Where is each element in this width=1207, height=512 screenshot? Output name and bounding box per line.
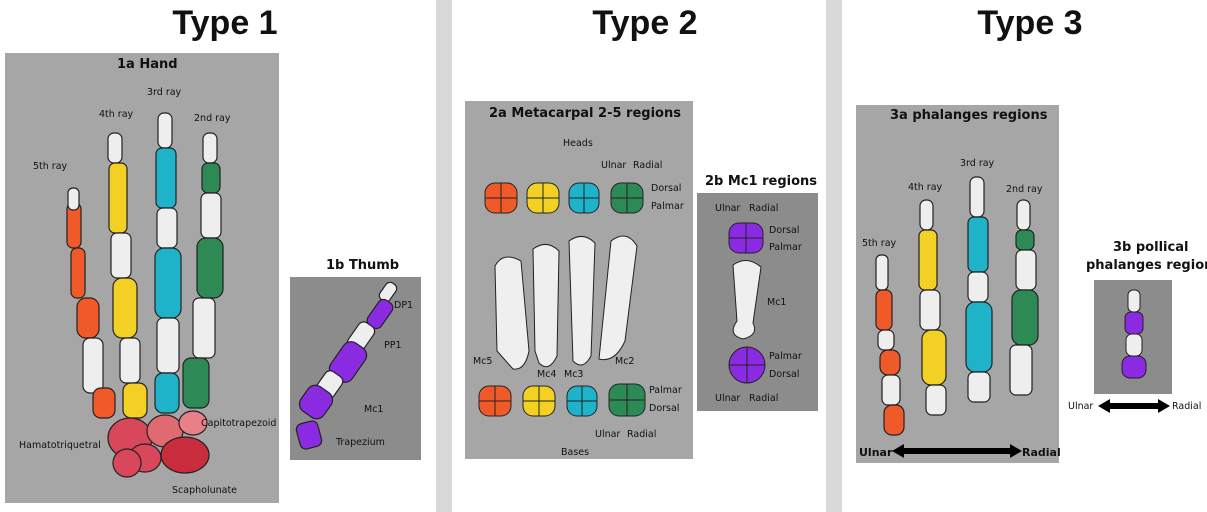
pollical-ulnar-label: Ulnar: [1068, 401, 1093, 412]
hand-ray-3-label: 3rd ray: [147, 87, 181, 98]
phalanges-ray-3-label: 3rd ray: [960, 158, 994, 169]
scapholunate-label: Scapholunate: [172, 485, 237, 496]
pollical-panel: [1094, 280, 1172, 394]
metacarpal-panel: 2a Metacarpal 2-5 regions Heads Ulnar Ra…: [465, 101, 693, 459]
heads-label: Heads: [563, 138, 593, 149]
mc2-head: [611, 183, 643, 213]
mc1-top-dorsal-label: Dorsal: [769, 225, 799, 236]
bases-dorsal-label: Dorsal: [649, 403, 679, 414]
phalanges-panel: 3a phalanges regions 5th ray 4th ray 3rd…: [856, 105, 1059, 463]
hamatotriquetral-label: Hamatotriquetral: [19, 440, 101, 451]
hand-panel: 1a Hand 5th ray 4th ray 3rd ray 2nd ray …: [5, 53, 279, 503]
heads-dorsal-label: Dorsal: [651, 183, 681, 194]
mc2-label: Mc2: [615, 356, 634, 367]
hand-illustration: [5, 53, 279, 503]
mc4-head: [527, 183, 559, 213]
mc5-label: Mc5: [473, 356, 492, 367]
mc1-top-ulnar-label: Ulnar: [715, 203, 740, 214]
divider-left: [436, 0, 452, 512]
pollical-panel-title-line2: phalanges regions: [1086, 258, 1207, 273]
mc5-base: [479, 386, 511, 416]
mc3-base: [567, 386, 597, 416]
mc1-panel: 2b Mc1 regions Ulnar Radial Dorsal Palma…: [697, 193, 818, 411]
capitotrapezoid-label: Capitotrapezoid: [201, 418, 276, 429]
bases-palmar-label: Palmar: [649, 385, 682, 396]
trapezium-label: Trapezium: [336, 437, 385, 448]
phalanges-ray-4-label: 4th ray: [908, 182, 942, 193]
thumb-panel: 1b Thumb DP1 PP1 Mc1 Trapezium: [290, 277, 421, 460]
phalanges-radial-label: Radial: [1022, 446, 1061, 459]
bases-radial-label: Radial: [627, 429, 656, 440]
heads-palmar-label: Palmar: [651, 201, 684, 212]
thumb-panel-title: 1b Thumb: [326, 258, 399, 273]
bases-ulnar-label: Ulnar: [595, 429, 620, 440]
heads-radial-label: Radial: [633, 160, 662, 171]
pollical-illustration: [1094, 280, 1172, 394]
mc1-bottom-dorsal-label: Dorsal: [769, 369, 799, 380]
mc3-label: Mc3: [564, 369, 583, 380]
mc4-label: Mc4: [537, 369, 556, 380]
hand-ray-5-label: 5th ray: [33, 161, 67, 172]
phalanges-ray-2-label: 2nd ray: [1006, 184, 1042, 195]
phalanges-illustration: [856, 105, 1059, 463]
mc1-bottom-radial-label: Radial: [749, 393, 778, 404]
mc5-head: [485, 183, 517, 213]
heads-ulnar-label: Ulnar: [601, 160, 626, 171]
mc1-illustration: [697, 193, 818, 411]
mc1-bottom-palmar-label: Palmar: [769, 351, 802, 362]
type1-title: Type 1: [155, 4, 295, 43]
hand-ray-2-label: 2nd ray: [194, 113, 230, 124]
phalanges-ulnar-label: Ulnar: [859, 446, 892, 459]
mc1-bone-label: Mc1: [767, 297, 786, 308]
pollical-radial-label: Radial: [1172, 401, 1201, 412]
metacarpal-panel-title: 2a Metacarpal 2-5 regions: [489, 106, 681, 121]
mc4-base: [523, 386, 555, 416]
bases-label: Bases: [561, 447, 589, 458]
phalanges-panel-title: 3a phalanges regions: [890, 108, 1047, 123]
mc1-top-palmar-label: Palmar: [769, 242, 802, 253]
mc1-label: Mc1: [364, 404, 383, 415]
divider-right: [826, 0, 842, 512]
ulnar-radial-arrow: [892, 443, 1022, 459]
type2-title: Type 2: [575, 4, 715, 43]
phalanges-ray-5-label: 5th ray: [862, 238, 896, 249]
dp1-label: DP1: [394, 300, 413, 311]
hand-ray-4-label: 4th ray: [99, 109, 133, 120]
pollical-panel-title-line1: 3b pollical: [1113, 240, 1188, 255]
mc3-head: [569, 183, 599, 213]
mc1-panel-title: 2b Mc1 regions: [705, 174, 817, 189]
mc2-base: [609, 384, 645, 416]
pollical-ulnar-radial-arrow: [1098, 398, 1170, 414]
type3-title: Type 3: [960, 4, 1100, 43]
hand-panel-title: 1a Hand: [117, 57, 178, 72]
mc1-bottom-ulnar-label: Ulnar: [715, 393, 740, 404]
pp1-label: PP1: [384, 340, 402, 351]
mc1-top-radial-label: Radial: [749, 203, 778, 214]
